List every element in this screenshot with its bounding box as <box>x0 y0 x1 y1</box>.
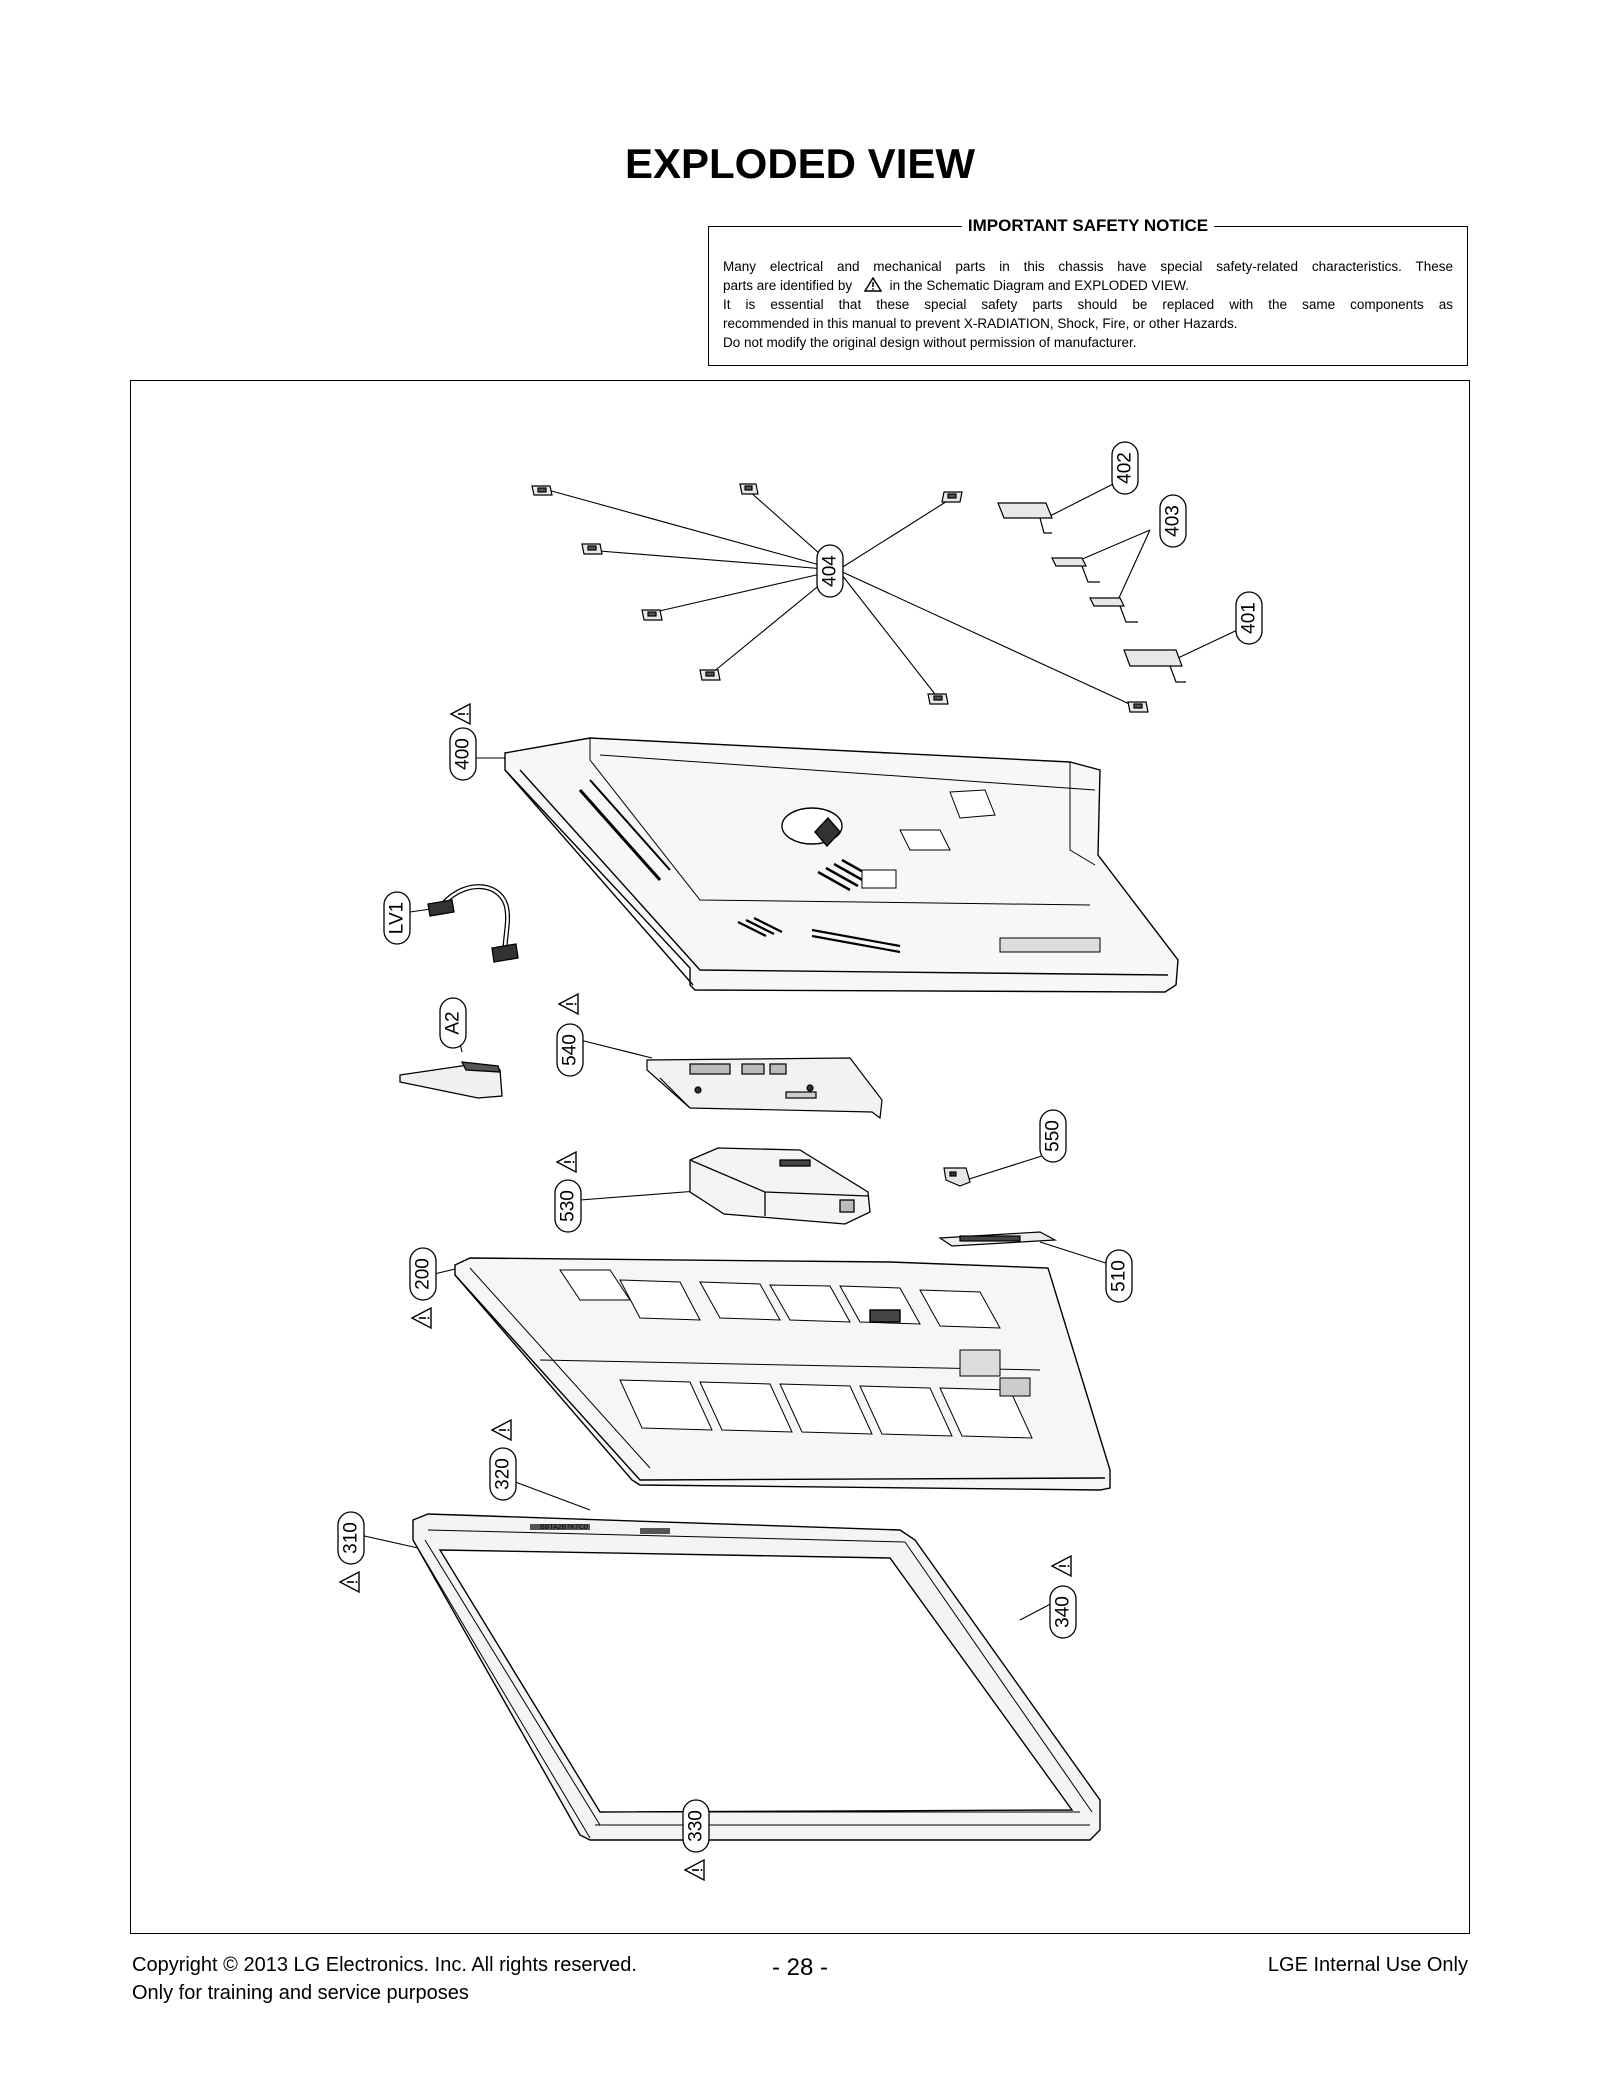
main-board-540 <box>646 1057 883 1120</box>
callout-403: 403 <box>1159 494 1187 548</box>
svg-text:403: 403 <box>1163 505 1184 537</box>
callout-400: 400 <box>449 727 477 781</box>
back-cover-400 <box>504 737 1179 993</box>
notice-line-3: It is essential that these special safet… <box>723 297 1453 312</box>
footer-internal-use: LGE Internal Use Only <box>1267 1954 1468 1976</box>
svg-text:330: 330 <box>686 1810 707 1842</box>
svg-text:540: 540 <box>560 1034 581 1066</box>
svg-text:530: 530 <box>558 1190 579 1222</box>
callout-540: 540 <box>556 1023 584 1077</box>
warning-triangle-icon <box>863 276 883 292</box>
notice-line-4: recommended in this manual to prevent X-… <box>723 316 1238 331</box>
page-title: EXPLODED VIEW <box>624 140 976 187</box>
warning-triangle-icon <box>339 1571 360 1593</box>
front-cabinet <box>412 1513 1101 1841</box>
power-supply-530 <box>689 1147 871 1225</box>
exploded-view-frame <box>130 380 1470 1934</box>
svg-text:402: 402 <box>1115 452 1136 484</box>
bracket-403 <box>1051 557 1100 583</box>
callout-404: 404 <box>816 544 844 598</box>
svg-text:401: 401 <box>1239 602 1260 634</box>
callout-402: 402 <box>1111 441 1139 495</box>
callout-310: 310 <box>337 1511 365 1565</box>
warning-triangle-icon <box>556 1151 577 1173</box>
svg-text:320: 320 <box>493 1458 514 1490</box>
bracket-403 <box>1089 597 1138 623</box>
svg-text:A2: A2 <box>443 1011 464 1034</box>
bracket-401 <box>1123 649 1186 683</box>
bracket-402 <box>997 502 1053 534</box>
callout-530: 530 <box>554 1179 582 1233</box>
clip-404 <box>581 543 603 555</box>
front-frame-opening <box>438 1549 1074 1813</box>
footer-training-note: Only for training and service purposes <box>132 1982 469 2004</box>
notice-line-2-end: in the Schematic Diagram and EXPLODED VI… <box>889 278 1189 293</box>
callout-lv1: LV1 <box>383 891 411 945</box>
svg-text:200: 200 <box>413 1258 434 1290</box>
svg-text:340: 340 <box>1053 1596 1074 1628</box>
svg-text:LV1: LV1 <box>387 902 408 934</box>
warning-triangle-icon <box>450 703 471 725</box>
callout-550: 550 <box>1039 1109 1067 1163</box>
svg-text:404: 404 <box>820 555 841 587</box>
remote-a2 <box>399 1061 503 1099</box>
warning-triangle-icon <box>558 993 579 1015</box>
warning-triangle-icon <box>491 1419 512 1441</box>
callout-401: 401 <box>1235 591 1263 645</box>
callout-340: 340 <box>1049 1585 1077 1639</box>
leader-lines <box>359 477 1249 1809</box>
callout-320: 320 <box>489 1447 517 1501</box>
clip-404 <box>531 485 553 496</box>
speaker-510 <box>938 1231 1058 1247</box>
safety-notice-box: IMPORTANT SAFETY NOTICE Many electrical … <box>708 216 1468 366</box>
safety-notice-body: Many electrical and mechanical parts in … <box>723 257 1453 352</box>
warning-triangle-icon <box>411 1307 432 1329</box>
svg-text:510: 510 <box>1109 1260 1130 1292</box>
footer-copyright: Copyright © 2013 LG Electronics. Inc. Al… <box>132 1954 637 1976</box>
clip-404 <box>941 491 963 503</box>
clip-404 <box>927 693 949 705</box>
notice-line-2-start: parts are identified by <box>723 278 853 293</box>
notice-line-5: Do not modify the original design withou… <box>723 335 1137 350</box>
cable-lv1 <box>427 884 519 963</box>
safety-notice-heading-text: IMPORTANT SAFETY NOTICE <box>961 216 1215 235</box>
callout-330: 330 <box>682 1799 710 1853</box>
clip-404 <box>739 483 759 495</box>
svg-text:310: 310 <box>341 1522 362 1554</box>
clip-404 <box>699 669 721 681</box>
callout-200: 200 <box>409 1247 437 1301</box>
clip-404 <box>641 609 663 621</box>
svg-text:400: 400 <box>453 738 474 770</box>
callout-510: 510 <box>1105 1249 1133 1303</box>
bracket-550 <box>943 1167 971 1187</box>
warning-triangle-icon <box>1051 1555 1072 1577</box>
svg-text:550: 550 <box>1043 1120 1064 1152</box>
bracket-parts <box>531 483 1186 713</box>
callouts: 402 403 404 401 400 LV1 A2 540 550 530 5… <box>337 441 1263 1853</box>
pcb-model-label: BBTA2B7K7C0 <box>540 1524 588 1531</box>
notice-line-2: parts are identified by in the Schematic… <box>723 276 1453 295</box>
warning-triangle-icon <box>684 1859 705 1881</box>
notice-line-1: Many electrical and mechanical parts in … <box>723 259 1453 274</box>
callout-a2: A2 <box>439 997 467 1049</box>
module-chassis-200 <box>454 1257 1111 1491</box>
safety-notice-heading: IMPORTANT SAFETY NOTICE <box>709 215 1467 237</box>
clip-404 <box>1127 701 1149 713</box>
footer-page-number: - 28 - <box>771 1954 828 1981</box>
